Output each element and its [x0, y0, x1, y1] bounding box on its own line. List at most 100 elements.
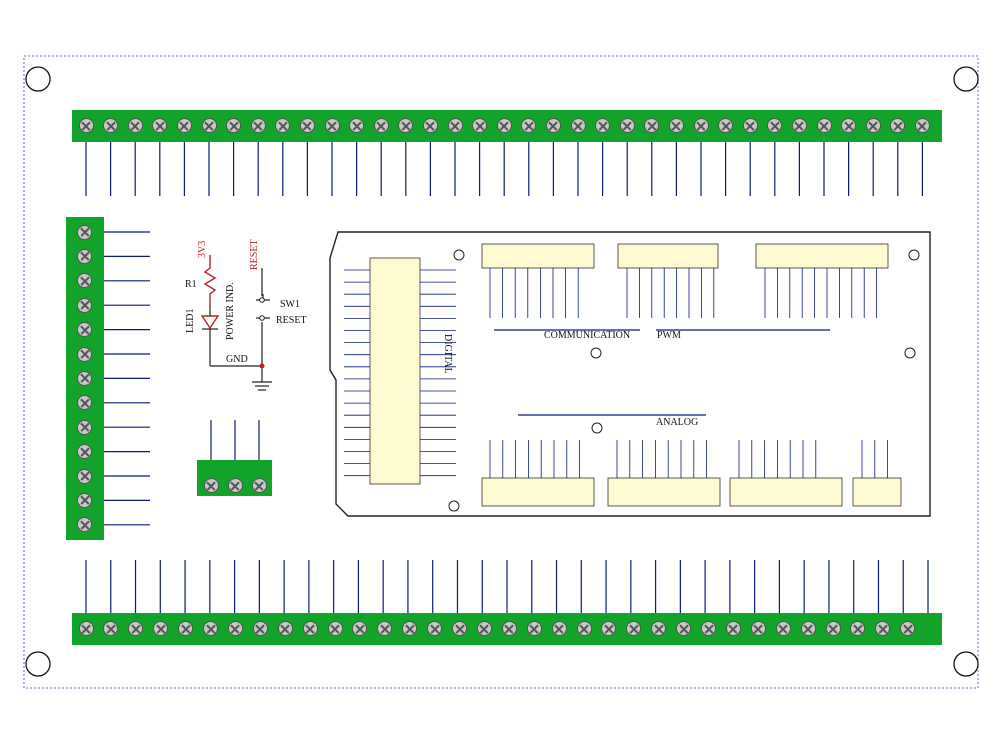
- top-screw-0: [78, 118, 94, 133]
- analog-title: ANALOG: [656, 417, 699, 428]
- bottom-screw-7: [252, 621, 268, 636]
- top-screw-6: [226, 118, 242, 133]
- analog-header-box-3: [852, 477, 902, 507]
- top-screw-3: [152, 118, 168, 133]
- schematic-r1: R1: [185, 279, 197, 290]
- top-screw-28: [767, 118, 783, 133]
- bottom-screw-3: [153, 621, 169, 636]
- mounting-hole-bl: [25, 651, 51, 677]
- left-screw-1: [77, 248, 92, 264]
- bottom-screw-16: [476, 621, 492, 636]
- top-screw-20: [570, 118, 586, 133]
- pwm-header-box: [617, 243, 719, 269]
- bottom-screw-27: [750, 621, 766, 636]
- top-screw-11: [349, 118, 365, 133]
- bottom-screw-19: [551, 621, 567, 636]
- left-screw-9: [77, 444, 92, 460]
- left-screw-2: [77, 273, 92, 289]
- bottom-screw-33: [900, 621, 916, 636]
- vrtc-screw-0: [203, 478, 219, 493]
- left-screw-0: [77, 224, 92, 240]
- top-screw-29: [791, 118, 807, 133]
- shield-hole-5: [448, 500, 460, 512]
- top-screw-7: [250, 118, 266, 133]
- top-screw-14: [422, 118, 438, 133]
- top-screw-12: [373, 118, 389, 133]
- power_header-header-box: [755, 243, 889, 269]
- vrtc-screw-2: [251, 478, 267, 493]
- left-screw-4: [77, 322, 92, 338]
- top-screw-16: [472, 118, 488, 133]
- top-screw-8: [275, 118, 291, 133]
- schematic-3v3: 3V3: [197, 240, 208, 258]
- bottom-screw-12: [377, 621, 393, 636]
- resistor-r1: [203, 255, 217, 308]
- shield-hole-6: [591, 422, 603, 434]
- analog-header-box-2: [729, 477, 843, 507]
- top-screw-32: [865, 118, 881, 133]
- communication-header-box: [481, 243, 595, 269]
- top-screw-15: [447, 118, 463, 133]
- top-screw-2: [127, 118, 143, 133]
- left-screw-12: [77, 517, 92, 533]
- bottom-screw-30: [825, 621, 841, 636]
- bottom-screw-24: [676, 621, 692, 636]
- bottom-screw-32: [875, 621, 891, 636]
- left-screw-5: [77, 346, 92, 362]
- bottom-screw-21: [601, 621, 617, 636]
- left-screw-10: [77, 468, 92, 484]
- bottom-screw-14: [427, 621, 443, 636]
- top-screw-33: [890, 118, 906, 133]
- bottom-screw-9: [302, 621, 318, 636]
- bottom-screw-18: [526, 621, 542, 636]
- top-screw-30: [816, 118, 832, 133]
- switch-contact-2: [259, 315, 265, 321]
- bottom-screw-10: [327, 621, 343, 636]
- shield-outline: [329, 231, 931, 517]
- top-screw-27: [742, 118, 758, 133]
- top-screw-18: [521, 118, 537, 133]
- left-screw-8: [77, 419, 92, 435]
- digital-title: DIGITAL: [442, 334, 453, 374]
- top-screw-4: [176, 118, 192, 133]
- top-screw-31: [841, 118, 857, 133]
- digital-header-box: [369, 257, 421, 485]
- analog-header-box-1: [607, 477, 721, 507]
- bottom-screw-5: [203, 621, 218, 636]
- gnd-junction: [259, 363, 265, 369]
- left-screw-3: [77, 297, 92, 313]
- shield-hole-2: [590, 347, 602, 359]
- shield-hole-3: [908, 249, 920, 261]
- top-screw-19: [545, 118, 561, 133]
- led1-symbol: [200, 315, 220, 330]
- top-screw-13: [398, 118, 414, 133]
- top-screw-5: [201, 118, 217, 133]
- analog-header-box-0: [481, 477, 595, 507]
- bottom-screw-6: [227, 621, 243, 636]
- mounting-hole-tr: [953, 66, 979, 92]
- bottom-screw-26: [725, 621, 741, 636]
- mounting-hole-tl: [25, 66, 51, 92]
- switch-contact-1: [259, 297, 265, 303]
- bottom-screw-1: [103, 621, 119, 636]
- schematic-reset-net: RESET: [249, 239, 260, 270]
- top-screw-24: [668, 118, 684, 133]
- left-screw-7: [77, 395, 92, 411]
- top-screw-25: [693, 118, 709, 133]
- bottom-screw-29: [800, 621, 816, 636]
- bottom-screw-13: [402, 621, 418, 636]
- bottom-screw-0: [78, 621, 94, 636]
- top-screw-1: [103, 118, 119, 133]
- bottom-screw-11: [352, 621, 368, 636]
- schematic-sw-label: RESET: [276, 315, 307, 326]
- bottom-screw-4: [178, 621, 194, 636]
- bottom-screw-31: [850, 621, 866, 636]
- bottom-screw-8: [277, 621, 293, 636]
- left-screw-11: [77, 492, 92, 508]
- bottom-screw-15: [452, 621, 467, 636]
- top-screw-10: [324, 118, 340, 133]
- mounting-hole-br: [953, 651, 979, 677]
- pwm-title: PWM: [657, 330, 681, 341]
- schematic-sw1: SW1: [280, 299, 300, 310]
